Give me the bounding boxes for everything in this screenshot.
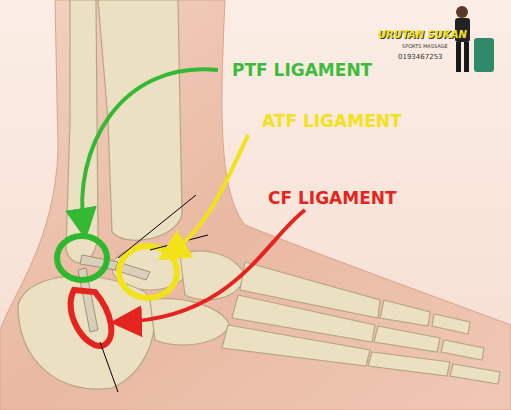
leader-line — [100, 342, 118, 392]
cuboid — [150, 299, 230, 345]
phalanx — [432, 314, 470, 334]
metatarsal — [222, 325, 370, 366]
suitcase — [474, 38, 494, 72]
watermark: SPORTS MASSAGE — [402, 44, 448, 49]
ligament-label: PTF LIGAMENT — [232, 62, 372, 79]
ptf-highlight — [57, 236, 107, 280]
red-arrow — [122, 210, 305, 322]
leader-lines — [100, 195, 208, 392]
navicular — [180, 251, 245, 300]
leg — [456, 42, 461, 72]
head — [456, 6, 468, 18]
watermark: 0193467253 — [398, 54, 443, 61]
yellow-arrow — [168, 135, 248, 254]
cf-highlight — [71, 290, 112, 346]
tibia — [98, 0, 182, 240]
ligament-label: ATF LIGAMENT — [262, 113, 402, 130]
watermark: URUTAN SUKAN — [378, 30, 467, 40]
phalanx — [380, 300, 430, 326]
green-arrow — [82, 69, 218, 228]
phalanx — [441, 340, 484, 360]
leg — [464, 42, 469, 72]
phalanx — [368, 352, 450, 376]
phalanx — [450, 364, 500, 384]
bones — [18, 0, 500, 389]
ligament-label: CF LIGAMENT — [268, 190, 397, 207]
phalanx — [374, 326, 440, 352]
